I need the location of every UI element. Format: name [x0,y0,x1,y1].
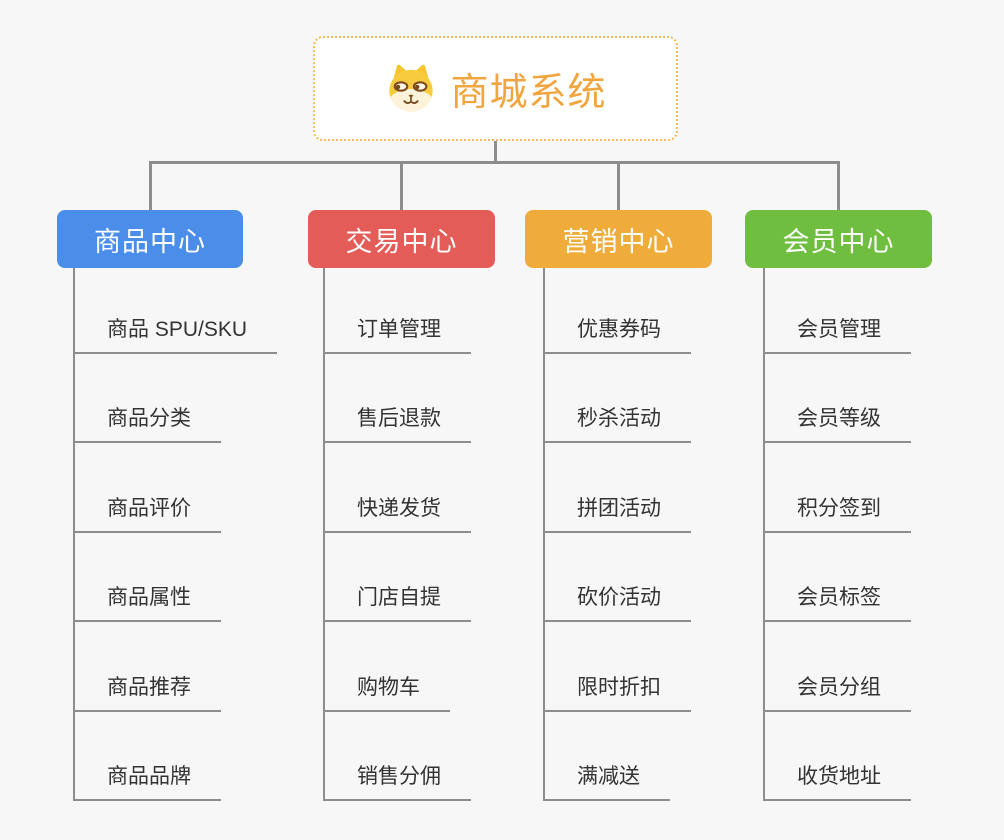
connector-drop-member [837,161,840,210]
connector-spine [543,268,545,801]
connector-drop-product [148,161,152,210]
branch-items: 优惠券码 秒杀活动 拼团活动 砍价活动 限时折扣 满减送 [543,268,691,801]
branch-marketing-center: 营销中心 优惠券码 秒杀活动 拼团活动 砍价活动 限时折扣 满减送 [525,210,712,801]
tree-node[interactable]: 订单管理 [323,268,471,354]
tree-node[interactable]: 会员分组 [763,622,911,712]
connector-spine [73,268,75,801]
branch-product-center: 商品中心 商品 SPU/SKU 商品分类 商品评价 商品属性 商品推荐 商品品牌 [57,210,278,801]
root-node[interactable]: 商城系统 [313,36,678,141]
branch-header-product[interactable]: 商品中心 [57,210,243,268]
branch-items: 会员管理 会员等级 积分签到 会员标签 会员分组 收货地址 [763,268,911,801]
tree-node[interactable]: 商品品牌 [73,712,221,801]
root-title: 商城系统 [450,72,607,114]
branch-trade-center: 交易中心 订单管理 售后退款 快递发货 门店自提 购物车 销售分佣 [308,210,495,801]
tree-node[interactable]: 门店自提 [323,533,471,622]
connector-drop-trade [400,161,403,210]
tree-node[interactable]: 积分签到 [763,443,911,533]
branch-header-marketing[interactable]: 营销中心 [525,210,712,268]
tree-node[interactable]: 商品分类 [73,354,221,443]
tree-node[interactable]: 秒杀活动 [543,354,691,443]
branch-header-member[interactable]: 会员中心 [745,210,932,268]
tree-node[interactable]: 会员等级 [763,354,911,443]
tree-node[interactable]: 商品推荐 [73,622,221,712]
tree-node[interactable]: 快递发货 [323,443,471,533]
tree-node[interactable]: 会员管理 [763,268,911,354]
connector-root-stub [494,140,497,162]
dog-face-icon [389,64,434,111]
connector-drop-marketing [617,161,620,210]
branch-items: 商品 SPU/SKU 商品分类 商品评价 商品属性 商品推荐 商品品牌 [73,268,278,801]
tree-node[interactable]: 商品 SPU/SKU [73,268,278,354]
connector-spine [763,268,765,801]
tree-node[interactable]: 限时折扣 [543,622,691,712]
tree-node[interactable]: 商品评价 [73,443,221,533]
tree-node[interactable]: 销售分佣 [323,712,471,801]
connector-rail [148,161,840,164]
branch-items: 订单管理 售后退款 快递发货 门店自提 购物车 销售分佣 [323,268,471,801]
connector-spine [323,268,325,801]
branch-member-center: 会员中心 会员管理 会员等级 积分签到 会员标签 会员分组 收货地址 [745,210,932,801]
tree-node[interactable]: 商品属性 [73,533,221,622]
tree-node[interactable]: 优惠券码 [543,268,691,354]
tree-node[interactable]: 售后退款 [323,354,471,443]
tree-node[interactable]: 拼团活动 [543,443,691,533]
tree-node[interactable]: 收货地址 [763,712,911,801]
branch-header-trade[interactable]: 交易中心 [308,210,495,268]
tree-node[interactable]: 砍价活动 [543,533,691,622]
tree-node[interactable]: 会员标签 [763,533,911,622]
tree-node[interactable]: 满减送 [543,712,670,801]
tree-node[interactable]: 购物车 [323,622,450,712]
